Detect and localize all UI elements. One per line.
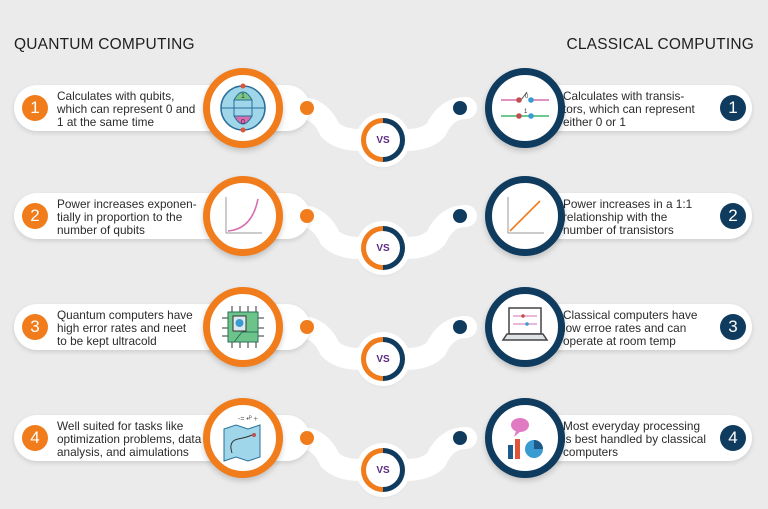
quantum-description: Calculates with qubits,which can represe… [57,89,196,130]
svg-text:-= •ᴾ +: -= •ᴾ + [238,416,258,423]
vs-badge: VS [361,448,405,492]
vs-label: VS [366,123,400,157]
quantum-connector-dot [300,431,314,445]
quantum-text-line: to be kept ultracold [57,334,157,349]
svg-text:0: 0 [525,94,529,100]
linear-graph-icon [485,176,565,256]
classical-title: CLASSICAL COMPUTING [566,36,754,53]
classical-number-badge: 2 [720,203,746,229]
classical-number-badge: 3 [720,314,746,340]
chart-chat-icon [485,398,565,478]
classical-number-badge: 4 [720,425,746,451]
quantum-number-badge: 4 [22,425,48,451]
classical-number-badge: 1 [720,95,746,121]
quantum-text-line: analysis, and aimulations [57,445,189,460]
quantum-description: Power increases exponen-tially in propor… [57,197,197,238]
quantum-connector-dot [300,320,314,334]
classical-text-line: either 0 or 1 [563,115,626,130]
vs-label: VS [366,342,400,376]
classical-connector-dot [453,320,467,334]
vs-label: VS [366,453,400,487]
quantum-text-line: which can represent 0 and [57,102,196,117]
quantum-connector-dot [300,209,314,223]
svg-text:1: 1 [524,109,528,115]
quantum-text-line: high error rates and neet [57,321,187,336]
classical-text-line: Classical computers have [563,308,698,322]
quantum-title: QUANTUM COMPUTING [14,36,195,53]
classical-text-line: tors, which can represent [563,102,695,117]
svg-text:1: 1 [241,93,245,100]
quantum-text-line: Calculates with qubits, [57,89,175,103]
classical-connector-dot [453,431,467,445]
exponential-curve-icon [203,176,283,256]
classical-text-line: is best handled by classical [563,432,706,447]
quantum-text-line: tially in proportion to the [57,210,183,225]
quantum-connector-dot [300,101,314,115]
classical-connector-dot [453,101,467,115]
vs-badge: VS [361,226,405,270]
quantum-chip-icon [203,287,283,367]
quantum-text-line: optimization problems, data [57,432,202,447]
classical-text-line: Calculates with transis- [563,89,685,103]
quantum-number-badge: 2 [22,203,48,229]
classical-text-line: relationship with the [563,210,668,225]
svg-text:0: 0 [241,119,245,126]
classical-text-line: Power increases in a 1:1 [563,197,693,211]
classical-text-line: Most everyday processing [563,419,701,433]
laptop-icon [485,287,565,367]
vs-badge: VS [361,118,405,162]
vs-label: VS [366,231,400,265]
classical-text-line: low erroe rates and can [563,321,687,336]
map-route-icon: -= •ᴾ + [203,398,283,478]
quantum-text-line: number of qubits [57,223,145,238]
classical-text-line: operate at room temp [563,334,676,349]
classical-text-line: number of transistors [563,223,674,238]
vs-badge: VS [361,337,405,381]
classical-connector-dot [453,209,467,223]
quantum-text-line: Power increases exponen- [57,197,197,211]
quantum-number-badge: 1 [22,95,48,121]
quantum-text-line: Quantum computers have [57,308,193,322]
classical-description: Calculates with transis-tors, which can … [563,89,695,130]
classical-text-line: computers [563,445,619,460]
quantum-text-line: Well suited for tasks like [57,419,184,433]
quantum-text-line: 1 at the same time [57,115,155,130]
quantum-number-badge: 3 [22,314,48,340]
